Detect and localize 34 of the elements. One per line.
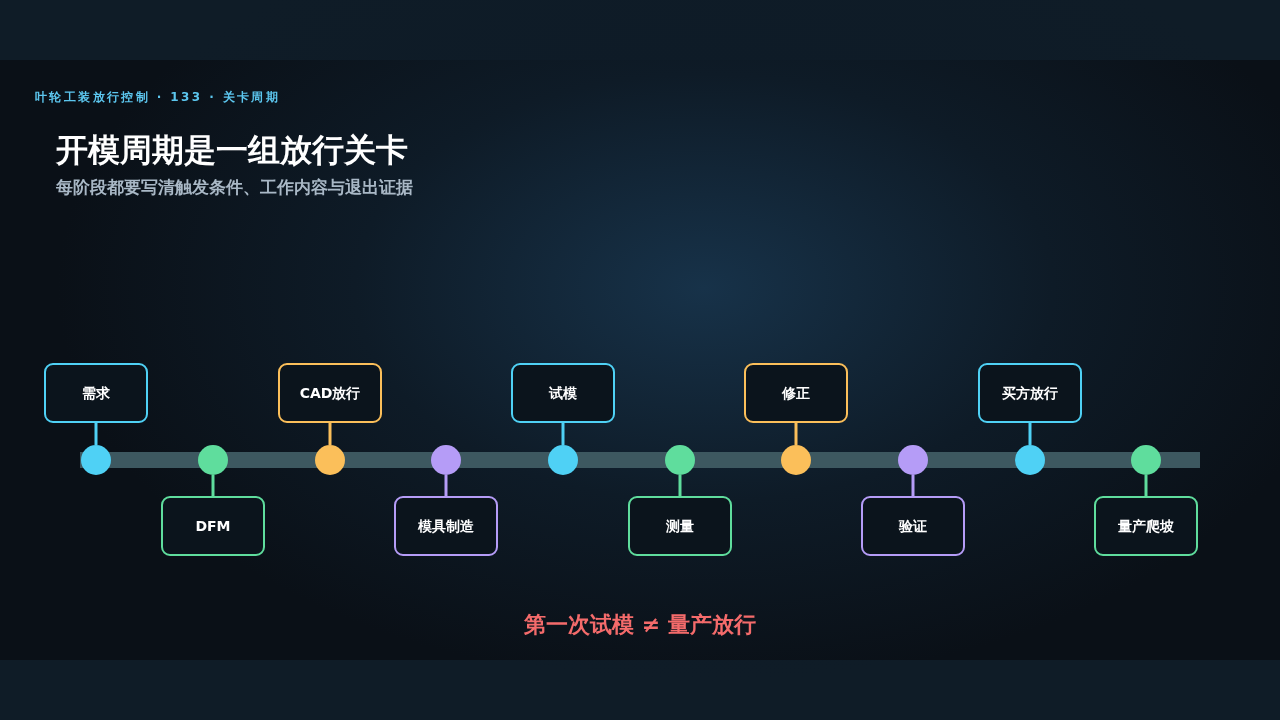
stage-box xyxy=(161,496,265,556)
connector-line xyxy=(211,475,215,496)
stage-label: 验证 xyxy=(899,516,927,536)
connector-line xyxy=(561,423,565,445)
stage-box xyxy=(744,363,848,423)
key-note: 第一次试模 ≠ 量产放行 xyxy=(524,612,756,637)
connector-line xyxy=(94,423,98,445)
stage-label: DFM xyxy=(195,516,231,536)
stage-label: 测量 xyxy=(666,516,694,536)
stage-box xyxy=(511,363,615,423)
stage-label: 量产爬坡 xyxy=(1118,516,1174,536)
stage-box xyxy=(978,363,1082,423)
stage-label: 试模 xyxy=(549,383,577,403)
stage-box xyxy=(44,363,148,423)
connector-line xyxy=(1028,423,1032,445)
title: 开模周期是一组放行关卡 xyxy=(56,130,408,171)
connector-line xyxy=(444,475,448,496)
connector-line xyxy=(794,423,798,445)
stage-box xyxy=(394,496,498,556)
stage-box xyxy=(861,496,965,556)
stage-box xyxy=(1094,496,1198,556)
stage-label: 模具制造 xyxy=(418,516,474,536)
connector-line xyxy=(1144,475,1148,496)
stage-label: 需求 xyxy=(82,383,110,403)
stage-label: 修正 xyxy=(782,383,810,403)
connector-line xyxy=(328,423,332,445)
subtitle: 每阶段都要写清触发条件、工作内容与退出证据 xyxy=(56,176,413,199)
stage-label: 买方放行 xyxy=(1002,383,1058,403)
stage-box xyxy=(628,496,732,556)
stage-box xyxy=(278,363,382,423)
connector-line xyxy=(911,475,915,496)
section-label: 叶轮工装放行控制 · 133 · 关卡周期 xyxy=(35,89,281,106)
connector-line xyxy=(678,475,682,496)
stage-label: CAD放行 xyxy=(299,383,361,403)
